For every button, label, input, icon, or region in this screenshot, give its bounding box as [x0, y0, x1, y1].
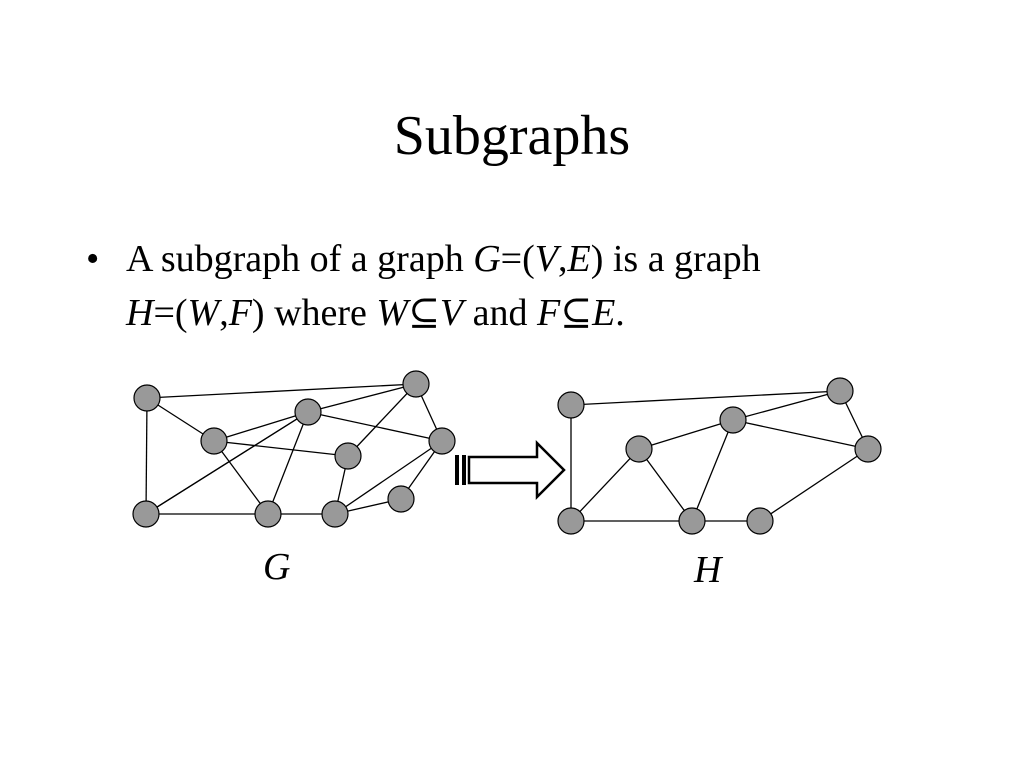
graph-g-node [402, 370, 430, 398]
graph-h-node [719, 406, 747, 434]
graph-g [132, 370, 456, 528]
bullet-text-segment: =( [500, 238, 535, 280]
graph-h-edge [691, 419, 734, 522]
graph-g-edge [145, 397, 148, 515]
graph-g-node [200, 427, 228, 455]
bullet-text-segment: W [376, 292, 409, 334]
bullet-text-segment: G [473, 238, 501, 280]
graph-h-edge [638, 419, 734, 450]
graph-g-node [254, 500, 282, 528]
bullet-text-segment: A subgraph of a graph [126, 238, 474, 280]
bullet-text-segment: F [537, 292, 561, 334]
graph-g-edge [213, 440, 349, 457]
graph-h [557, 377, 882, 535]
graph-g-edge [213, 411, 309, 442]
bullet-text-segment: , [557, 238, 568, 280]
bullet-text-segment: ⊆ [560, 292, 593, 334]
graph-h-node [678, 507, 706, 535]
bullet-text-segment: . [615, 292, 625, 334]
graph-g-edge [145, 411, 309, 515]
graph-h-node [854, 435, 882, 463]
bullet-text: A subgraph of a graph G=(V,E) is a graph… [126, 232, 946, 340]
graph-h-edge [570, 390, 841, 406]
bullet-text-segment: ) is a graph [590, 238, 761, 280]
graph-h-node [557, 391, 585, 419]
bullet-text-segment: W [187, 292, 220, 334]
graph-g-edge [213, 440, 269, 515]
bullet-text-segment: H [126, 292, 154, 334]
bullet-text-segment: , [219, 292, 229, 334]
graph-h-edge [759, 448, 869, 522]
bullet-marker: • [86, 238, 100, 280]
graph-g-node [428, 427, 456, 455]
slide-title: Subgraphs [393, 105, 631, 167]
graph-g-node [133, 384, 161, 412]
graph-g-edge [347, 383, 417, 457]
bullet-text-segment: ) where [251, 292, 377, 334]
graph-h-node [557, 507, 585, 535]
graph-g-edge [307, 383, 417, 413]
bullet-text-segment: E [567, 238, 591, 280]
graph-g-node [294, 398, 322, 426]
graph-g-edge [146, 383, 417, 399]
graph-g-node [132, 500, 160, 528]
bullet-text-segment: E [592, 292, 616, 334]
graph-h-edge [570, 448, 640, 522]
graph-g-node [387, 485, 415, 513]
bullet-text-segment: and [463, 292, 537, 334]
bullet-text-segment: =( [153, 292, 188, 334]
graph-g-label: G [263, 546, 291, 588]
graph-g-node [321, 500, 349, 528]
bullet-line-1: A subgraph of a graph G=(V,E) is a graph [126, 232, 946, 286]
bullet-item: • A subgraph of a graph G=(V,E) is a gra… [86, 232, 946, 340]
graph-h-node [826, 377, 854, 405]
double-outline-right-arrow-icon [455, 439, 566, 501]
graph-h-node [625, 435, 653, 463]
graph-g-edge [267, 411, 309, 515]
graph-g-edge [334, 440, 443, 515]
graph-h-edge [638, 448, 693, 522]
bullet-text-segment: ⊆ [408, 292, 440, 334]
graph-h-edge [732, 390, 841, 421]
bullet-line-2: H=(W,F) where W⊆V and F⊆E. [126, 286, 946, 340]
graph-g-node [334, 442, 362, 470]
bullet-text-segment: V [439, 292, 464, 334]
bullet-text-segment: F [228, 292, 252, 334]
bullet-text-segment: V [534, 238, 558, 280]
graph-h-edge [732, 419, 869, 450]
graph-h-label: H [694, 549, 722, 591]
graph-h-node [746, 507, 774, 535]
